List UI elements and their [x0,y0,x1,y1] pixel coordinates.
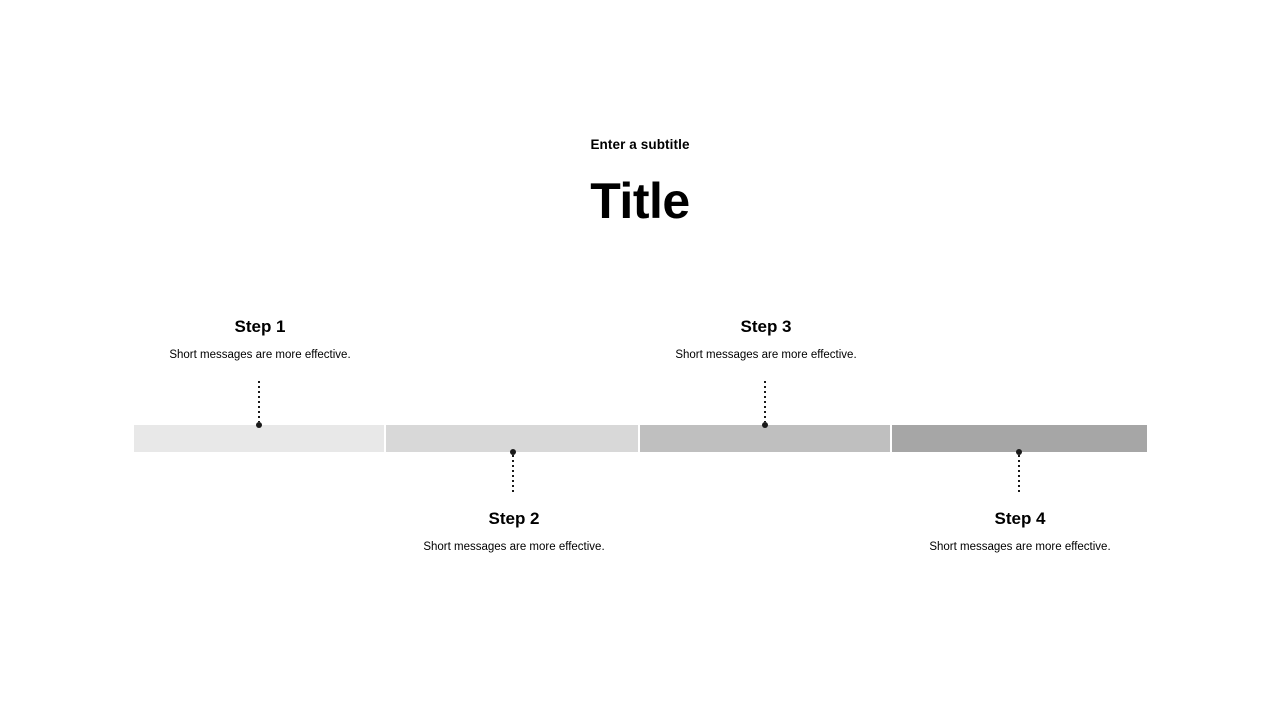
page-title[interactable]: Title [590,173,690,229]
bar-segment-4[interactable] [892,425,1147,452]
subtitle-text[interactable]: Enter a subtitle [590,137,690,152]
connector-step-1 [255,381,262,428]
connector-dot-icon [761,422,768,428]
step-callout-2: Step 2 Short messages are more effective… [324,508,704,555]
connector-dot-icon [1015,449,1022,455]
connector-line-icon [511,455,514,494]
step-title-2[interactable]: Step 2 [488,509,540,528]
connector-dot-icon [255,422,262,428]
step-callout-3: Step 3 Short messages are more effective… [576,316,956,363]
connector-line-icon [257,381,260,422]
bar-segment-2[interactable] [386,425,640,452]
connector-dot-icon [509,449,516,455]
step-description-3[interactable]: Short messages are more effective. [675,349,857,361]
step-description-1[interactable]: Short messages are more effective. [169,349,351,361]
step-title-3[interactable]: Step 3 [740,317,792,336]
bar-segment-1[interactable] [134,425,386,452]
step-callout-1: Step 1 Short messages are more effective… [70,316,450,363]
bar-segment-3[interactable] [640,425,892,452]
step-callout-4: Step 4 Short messages are more effective… [830,508,1210,555]
process-bar [134,425,1147,452]
heading-block: Enter a subtitle Title [0,135,1280,230]
connector-line-icon [1017,455,1020,494]
step-title-4[interactable]: Step 4 [994,509,1046,528]
step-description-2[interactable]: Short messages are more effective. [423,541,605,553]
connector-step-2 [509,449,516,494]
step-title-1[interactable]: Step 1 [234,317,286,336]
connector-line-icon [763,381,766,422]
connector-step-4 [1015,449,1022,494]
step-description-4[interactable]: Short messages are more effective. [929,541,1111,553]
connector-step-3 [761,381,768,428]
